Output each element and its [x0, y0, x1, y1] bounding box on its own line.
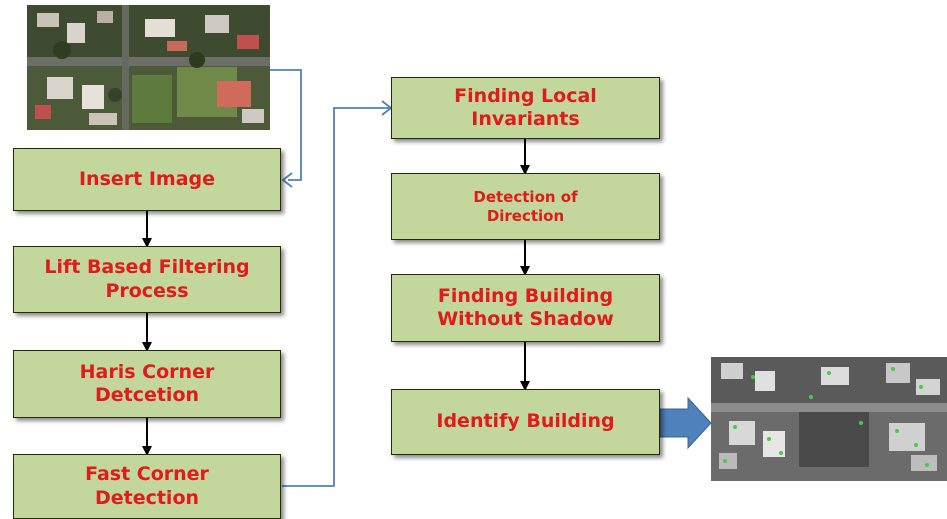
- step-fast-corner-detection: Fast Corner Detection: [13, 454, 281, 519]
- input-satellite-image: [27, 5, 270, 130]
- step-finding-building-without-shadow: Finding Building Without Shadow: [391, 274, 660, 342]
- step-detection-of-direction: Detection of Direction: [391, 173, 660, 240]
- step-haris-corner-detection: Haris Corner Detcetion: [13, 350, 281, 418]
- step-identify-building: Identify Building: [391, 389, 660, 455]
- connector-image-to-insert-head: [281, 172, 293, 188]
- connector-fast-to-invariants: [282, 107, 390, 487]
- connector-image-to-insert: [270, 69, 302, 181]
- output-satellite-image: [711, 357, 947, 481]
- block-arrow-to-output: [659, 396, 712, 450]
- step-insert-image: Insert Image: [13, 148, 281, 211]
- step-lift-based-filtering: Lift Based Filtering Process: [13, 246, 281, 313]
- step-finding-local-invariants: Finding Local Invariants: [391, 77, 660, 139]
